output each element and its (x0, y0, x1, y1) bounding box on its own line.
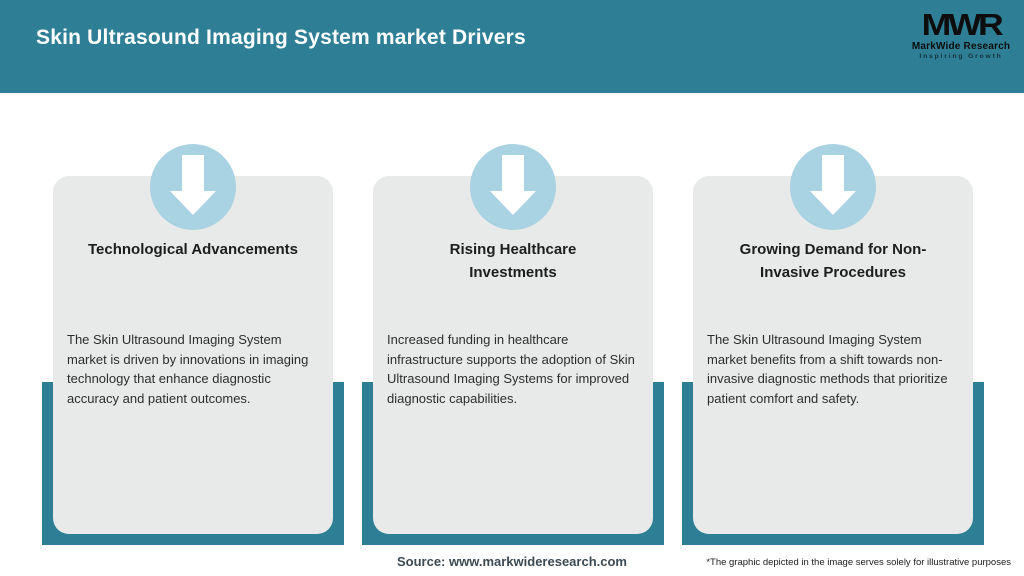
driver-card: Technological Advancements The Skin Ultr… (53, 176, 333, 534)
logo-name: MarkWide Research (911, 41, 1011, 52)
down-arrow-icon (790, 144, 876, 230)
driver-card: Growing Demand for Non- Invasive Procedu… (693, 176, 973, 534)
driver-card-technological-advancements: Technological Advancements The Skin Ultr… (42, 133, 344, 545)
card-body: The Skin Ultrasound Imaging System marke… (67, 332, 309, 406)
down-arrow-icon (150, 144, 236, 230)
logo-tagline: Inspiring Growth (919, 53, 1003, 60)
page-title: Skin Ultrasound Imaging System market Dr… (36, 26, 526, 49)
disclaimer-text: *The graphic depicted in the image serve… (706, 557, 1011, 568)
card-title: Technological Advancements (87, 241, 299, 258)
logo-monogram: MWR (921, 7, 1004, 42)
header-bar: Skin Ultrasound Imaging System market Dr… (0, 0, 1024, 93)
markwide-research-logo: MWR MarkWide Research Inspiring Growth (908, 8, 1014, 60)
card-body: The Skin Ultrasound Imaging System marke… (707, 332, 948, 406)
card-title: Growing Demand for Non- Invasive Procedu… (739, 241, 927, 281)
driver-card-rising-healthcare-investments: Rising Healthcare Investments Increased … (362, 133, 664, 545)
drivers-cards-row: Technological Advancements The Skin Ultr… (42, 133, 984, 545)
down-arrow-icon (470, 144, 556, 230)
driver-card-non-invasive-procedures: Growing Demand for Non- Invasive Procedu… (682, 133, 984, 545)
source-text: Source: www.markwideresearch.com (396, 554, 627, 569)
driver-card: Rising Healthcare Investments Increased … (373, 176, 653, 534)
card-body: Increased funding in healthcare infrastr… (387, 332, 635, 406)
card-title: Rising Healthcare Investments (449, 241, 577, 281)
